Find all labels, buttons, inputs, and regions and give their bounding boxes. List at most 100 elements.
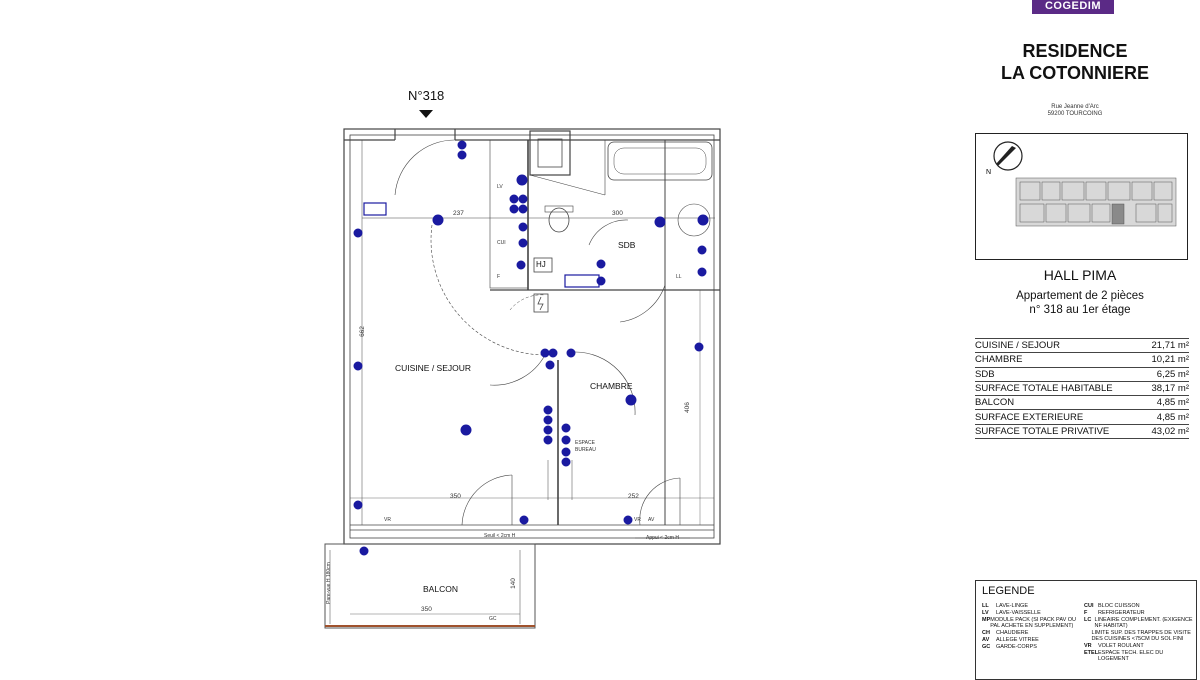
legend-text: LAVE-LINGE — [996, 603, 1028, 609]
compass-icon: N — [986, 141, 1023, 176]
cooktop-label: CUI — [497, 240, 506, 246]
legend-item: LV LAVE-VAISSELLE — [982, 610, 1080, 616]
socket-icon — [516, 260, 526, 270]
surface-label: SURFACE EXTERIEURE — [975, 409, 1144, 425]
ceiling-light-icon — [625, 394, 637, 406]
legend-text: VOLET ROULANT — [1098, 643, 1144, 649]
highlighted-unit — [1111, 203, 1125, 225]
legend-code: AV — [982, 637, 990, 643]
legend-item: LIMITE SUP. DES TRAPPES DE VISITE DES CU… — [1084, 630, 1194, 642]
glazed-sill-label: AV — [648, 517, 655, 523]
legend-code: ETEL — [1084, 650, 1099, 656]
ceiling-light-icon — [432, 214, 444, 226]
surface-label: SDB — [975, 367, 1144, 382]
room-label-living: CUISINE / SEJOUR — [395, 363, 472, 373]
surface-value: 43,02 m² — [1143, 424, 1189, 440]
sill-label: Appui < 2cm H — [646, 535, 679, 541]
surface-value: 10,21 m² — [1143, 352, 1189, 368]
socket-icon — [561, 457, 571, 467]
room-label-office: ESPACE BUREAU — [575, 440, 596, 453]
surface-label: CHAMBRE — [975, 352, 1144, 368]
dimension-label: 350 — [450, 493, 461, 500]
legend-code: LV — [982, 610, 989, 616]
ceiling-light-icon — [654, 216, 666, 228]
socket-icon — [561, 435, 571, 445]
residence-address: Rue Jeanne d'Arc 59200 TOURCOING — [960, 104, 1190, 118]
ceiling-light-icon — [460, 424, 472, 436]
brand-logo: COGEDIM — [1032, 0, 1114, 14]
legend-text: MODULE PACK (SI PACK PAV OU PAL ACHETE E… — [990, 617, 1077, 629]
legend-item: VR VOLET ROULANT — [1084, 643, 1194, 649]
legend-code: VR — [1084, 643, 1092, 649]
room-label-balcony: BALCON — [423, 584, 458, 594]
legend-text: REFRIGERATEUR — [1098, 610, 1145, 616]
floor-plan — [324, 110, 721, 629]
surface-label: SURFACE TOTALE HABITABLE — [975, 381, 1144, 397]
socket-icon — [509, 204, 519, 214]
legend-code: GC — [982, 644, 991, 650]
apartment-number-floor: n° 318 au 1er étage — [1029, 304, 1131, 316]
residence-title-line1: RESIDENCE — [1022, 41, 1128, 61]
socket-icon — [353, 500, 363, 510]
socket-icon — [519, 515, 529, 525]
socket-icon — [545, 360, 555, 370]
apartment-info: Appartement de 2 pièces n° 318 au 1er ét… — [960, 289, 1200, 317]
building-key-plan: N — [975, 133, 1188, 260]
socket-icon — [543, 415, 553, 425]
washing-machine-label: LL — [676, 274, 682, 280]
threshold-label: Seuil < 2cm H — [484, 533, 516, 539]
legend-code: LL — [982, 603, 989, 609]
legend-code — [1084, 630, 1091, 642]
legend-text: ALLEGE VITREE — [996, 637, 1039, 643]
surface-label: BALCON — [975, 395, 1144, 411]
address-city: 59200 TOURCOING — [1047, 111, 1103, 117]
exterior-light-icon — [359, 546, 369, 556]
socket-icon — [623, 515, 633, 525]
fridge-label: F — [497, 274, 501, 280]
socket-icon — [509, 194, 519, 204]
socket-icon — [694, 342, 704, 352]
socket-icon — [596, 276, 606, 286]
shutter-label: VR — [384, 517, 391, 523]
socket-icon — [596, 259, 606, 269]
surface-value: 38,17 m² — [1143, 381, 1189, 397]
socket-icon — [543, 425, 553, 435]
vmc-unit-icon — [363, 202, 387, 216]
svg-text:N: N — [986, 169, 991, 176]
walls — [324, 128, 721, 629]
legend-text: LIMITE SUP. DES TRAPPES DE VISITE DES CU… — [1091, 630, 1191, 642]
socket-icon — [543, 405, 553, 415]
surface-label: CUISINE / SEJOUR — [975, 337, 1144, 354]
socket-icon — [516, 174, 528, 186]
address-street: Rue Jeanne d'Arc — [1051, 104, 1099, 110]
socket-icon — [457, 150, 467, 160]
surface-value: 6,25 m² — [1143, 367, 1189, 382]
legend-code: F — [1084, 610, 1088, 616]
socket-icon — [353, 228, 363, 238]
legend-text: LAVE-VAISSELLE — [996, 610, 1041, 616]
guardrail-label: GC — [489, 616, 497, 622]
socket-icon — [543, 435, 553, 445]
surface-value: 4,85 m² — [1143, 409, 1189, 425]
legend-code: CH — [982, 630, 990, 636]
dimension-label: 662 — [358, 326, 366, 337]
legend-title: LEGENDE — [982, 585, 1035, 597]
legend-text: LINEAIRE COMPLEMENT. (EXIGENCE NF HABITA… — [1094, 617, 1193, 629]
legend-text: CHAUDIERE — [996, 630, 1029, 636]
socket-icon — [457, 140, 467, 150]
dishwasher-label: LV — [497, 184, 503, 190]
switch-icon — [566, 348, 576, 358]
residence-title: RESIDENCE LA COTONNIERE — [960, 40, 1190, 84]
legend-item: AV ALLEGE VITREE — [982, 637, 1080, 643]
socket-icon — [518, 194, 528, 204]
socket-icon — [561, 423, 571, 433]
